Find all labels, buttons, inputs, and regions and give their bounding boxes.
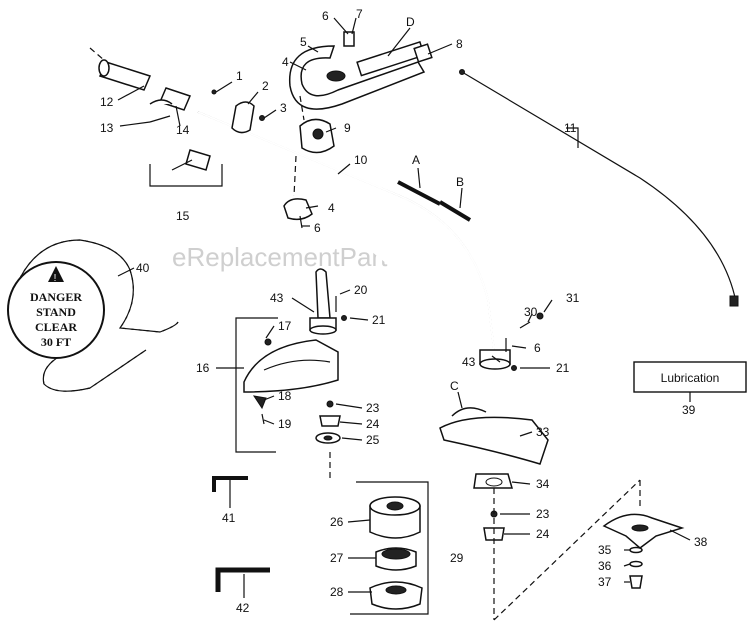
danger-sign-line1: DANGER: [30, 290, 82, 304]
label-19: 19: [278, 417, 292, 431]
label-35: 35: [598, 543, 612, 557]
group-brackets: [89, 47, 641, 621]
label-2: 2: [262, 79, 269, 93]
label-21a: 21: [372, 313, 386, 327]
label-36: 36: [598, 559, 612, 573]
label-a: A: [412, 153, 420, 167]
shoulder-harness: !: [7, 239, 179, 392]
label-6a: 6: [322, 9, 329, 23]
label-18: 18: [278, 389, 292, 403]
label-16: 16: [196, 361, 210, 375]
label-27: 27: [330, 551, 344, 565]
label-34: 34: [536, 477, 550, 491]
part-labels: 1 2 3 4 4 5 6 6 6 7 8 9 10 11 12 13 14 1…: [100, 7, 708, 615]
label-4b: 4: [328, 201, 335, 215]
label-6b: 6: [314, 221, 321, 235]
label-43b: 43: [462, 355, 476, 369]
label-39: 39: [682, 403, 696, 417]
gear-head-left: [309, 268, 347, 335]
label-29: 29: [450, 551, 464, 565]
bracket-part-4: [283, 198, 313, 229]
trimmer-head: [369, 496, 423, 610]
hardware-stack-right: [483, 510, 505, 541]
blade-assembly: [602, 513, 685, 589]
label-24b: 24: [536, 527, 550, 541]
hex-key-41: [212, 476, 248, 492]
label-14: 14: [176, 123, 190, 137]
label-6c: 6: [534, 341, 541, 355]
label-23b: 23: [536, 507, 550, 521]
danger-sign-line3: CLEAR: [35, 320, 77, 334]
drive-shaft: [197, 111, 495, 351]
label-42: 42: [236, 601, 250, 615]
label-7: 7: [356, 7, 363, 21]
label-26: 26: [330, 515, 344, 529]
label-3: 3: [280, 101, 287, 115]
label-10: 10: [354, 153, 368, 167]
label-24a: 24: [366, 417, 380, 431]
label-43a: 43: [270, 291, 284, 305]
label-31: 31: [566, 291, 580, 305]
label-8: 8: [456, 37, 463, 51]
guard-right: [439, 407, 549, 489]
svg-text:!: !: [54, 273, 57, 284]
label-4a: 4: [282, 55, 289, 69]
label-9: 9: [344, 121, 351, 135]
lubrication-label: Lubrication: [661, 371, 720, 385]
handle-assembly: [289, 31, 433, 110]
label-25: 25: [366, 433, 380, 447]
guard-left: [243, 338, 339, 425]
label-20: 20: [354, 283, 368, 297]
label-30: 30: [524, 305, 538, 319]
clamp-part-9: [299, 118, 335, 154]
flex-cable: [459, 69, 739, 307]
label-11: 11: [564, 121, 577, 135]
leader-lines: [117, 17, 691, 598]
label-38: 38: [694, 535, 708, 549]
hardware-stack-left: [315, 400, 341, 444]
label-5: 5: [300, 35, 307, 49]
label-15: 15: [176, 209, 190, 223]
label-12: 12: [100, 95, 114, 109]
label-33: 33: [536, 425, 550, 439]
label-40: 40: [136, 261, 150, 275]
throttle-assembly: [98, 59, 265, 171]
danger-sign-line2: STAND: [36, 305, 76, 319]
label-c: C: [450, 379, 459, 393]
label-21b: 21: [556, 361, 570, 375]
label-13: 13: [100, 121, 114, 135]
label-1: 1: [236, 69, 243, 83]
label-41: 41: [222, 511, 236, 525]
lubrication-box: [633, 361, 747, 393]
danger-sign-line4: 30 FT: [41, 335, 71, 349]
label-37: 37: [598, 575, 612, 589]
part-a-b-rods: [397, 180, 472, 222]
label-23a: 23: [366, 401, 380, 415]
label-17: 17: [278, 319, 292, 333]
label-28: 28: [330, 585, 344, 599]
label-d: D: [406, 15, 415, 29]
label-b: B: [456, 175, 464, 189]
hex-key-42: [215, 567, 270, 592]
